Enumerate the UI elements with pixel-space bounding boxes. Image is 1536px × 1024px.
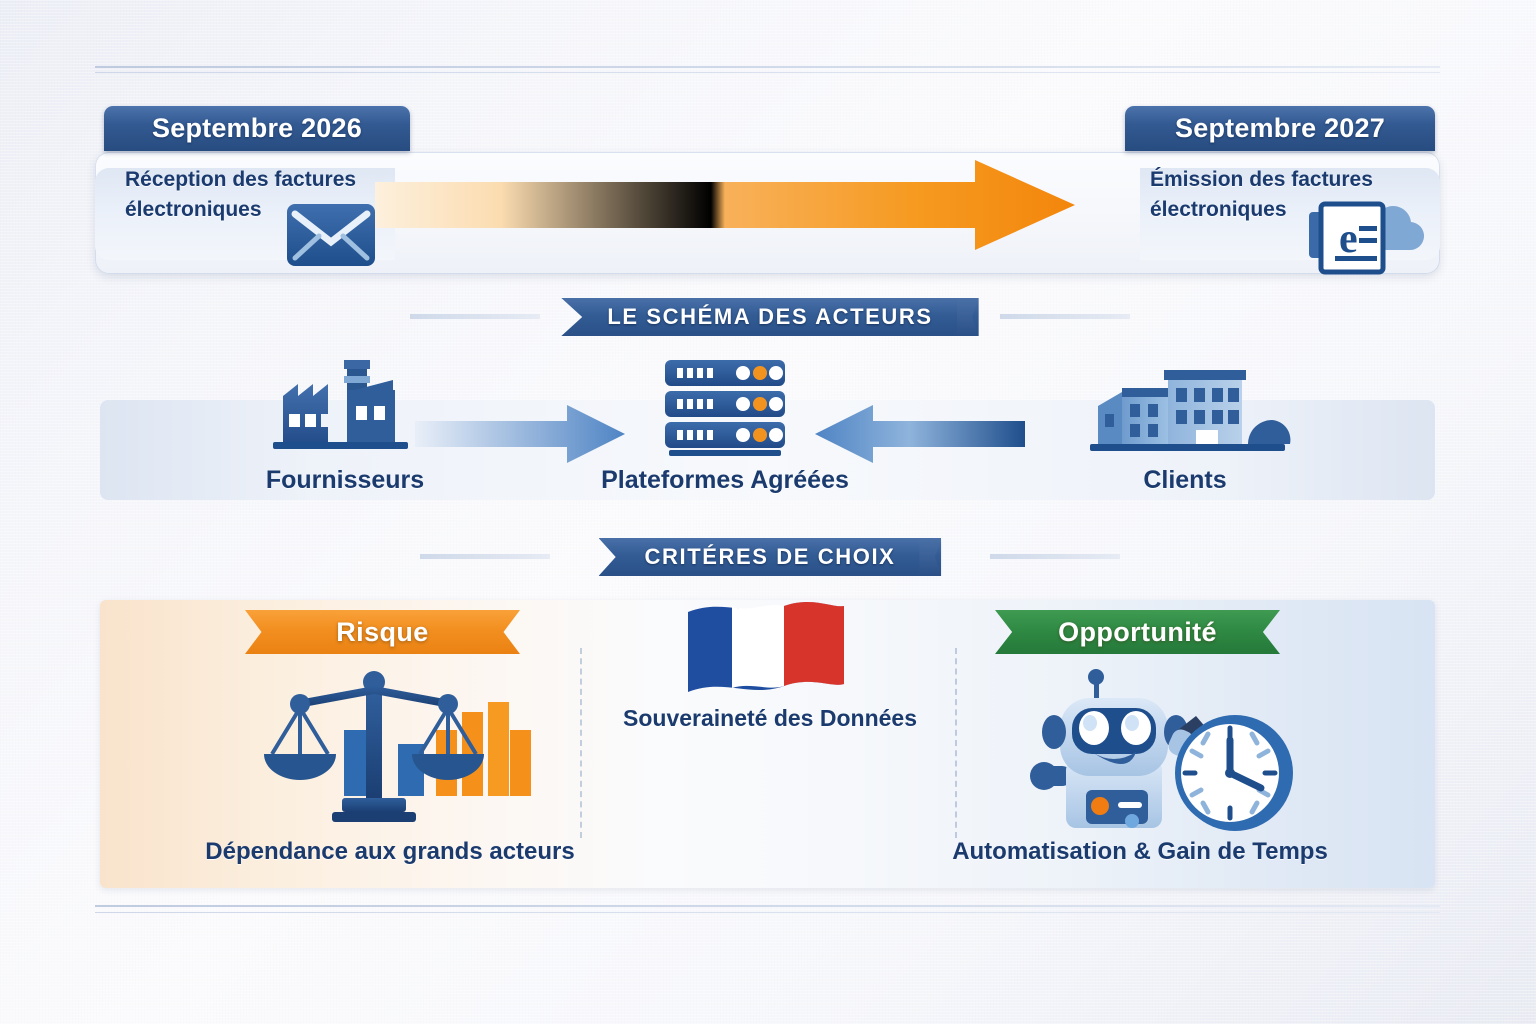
- timeline-arrow: [375, 160, 1075, 250]
- actor-fournisseurs: Fournisseurs: [180, 358, 510, 495]
- top-divider-line-1: [95, 66, 1440, 68]
- actor-plateformes-agreees: Plateformes Agréées: [560, 358, 890, 495]
- french-flag-icon: [688, 601, 844, 692]
- robot-clock-icon: [1030, 669, 1293, 831]
- date-tag-2027-label: Septembre 2027: [1175, 113, 1385, 143]
- banner-wing-left: [410, 314, 540, 319]
- top-divider-line-2: [95, 72, 1440, 73]
- server-stack-icon: [560, 358, 890, 458]
- actor-label: Clients: [1143, 466, 1227, 494]
- svg-text:e: e: [1339, 216, 1358, 262]
- office-buildings-icon: [1020, 358, 1350, 458]
- banner-wing-left: [420, 554, 550, 559]
- ribbon-risque-label: Risque: [336, 616, 429, 647]
- bottom-divider-line-2: [95, 912, 1440, 913]
- actor-clients: Clients: [1020, 358, 1350, 495]
- banner-wing-right: [990, 554, 1120, 559]
- balance-scale-bar-chart-icon: [264, 671, 531, 822]
- date-tag-2026: Septembre 2026: [104, 106, 410, 151]
- date-tag-2026-label: Septembre 2026: [152, 113, 362, 143]
- criteria-divider-right: [955, 648, 957, 838]
- mail-envelope-icon: [287, 204, 375, 266]
- criteria-caption-souverainete: Souveraineté des Données: [623, 705, 917, 731]
- e-invoice-cloud-icon: e: [1309, 201, 1425, 275]
- banner-acteurs-label: LE SCHÉMA DES ACTEURS: [607, 304, 933, 329]
- date-tag-2027: Septembre 2027: [1125, 106, 1435, 151]
- timeline-right-text: Émission des factures électroniques: [1150, 168, 1373, 221]
- banner-ribbon: CRITÉRES DE CHOIX: [598, 538, 942, 576]
- ribbon-opportunite: Opportunité: [995, 610, 1280, 654]
- banner-criteres-label: CRITÉRES DE CHOIX: [644, 544, 896, 569]
- actor-label: Plateformes Agréées: [601, 466, 849, 494]
- factory-icon: [180, 358, 510, 458]
- ribbon-risque: Risque: [245, 610, 520, 654]
- banner-wing-right: [1000, 314, 1130, 319]
- banner-ribbon: LE SCHÉMA DES ACTEURS: [561, 298, 979, 336]
- flow-arrow-clients-to-platforms: [815, 405, 1025, 463]
- timeline-left-text: Réception des factures électroniques: [125, 168, 357, 221]
- banner-schema-des-acteurs: LE SCHÉMA DES ACTEURS: [410, 298, 1130, 336]
- criteria-divider-left: [580, 648, 582, 838]
- criteria-caption-opportunite: Automatisation & Gain de Temps: [952, 838, 1328, 865]
- banner-criteres-de-choix: CRITÉRES DE CHOIX: [420, 538, 1120, 576]
- ribbon-opportunite-label: Opportunité: [1058, 616, 1217, 647]
- criteria-caption-risque: Dépendance aux grands acteurs: [205, 838, 575, 865]
- flow-arrow-suppliers-to-platforms: [415, 405, 625, 463]
- actor-label: Fournisseurs: [265, 466, 425, 494]
- bottom-divider-line-1: [95, 905, 1440, 907]
